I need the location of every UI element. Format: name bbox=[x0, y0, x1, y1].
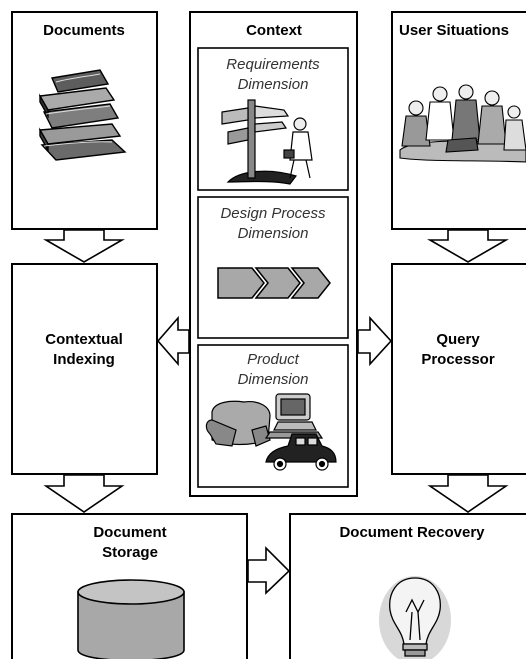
arrow-documents-to-indexing bbox=[43, 229, 125, 263]
contextual-indexing-box: Contextual Indexing bbox=[11, 263, 158, 475]
requirements-dimension-label-1: Requirements bbox=[226, 56, 320, 73]
contextual-indexing-label-1: Contextual bbox=[45, 331, 123, 348]
signpost-person-icon bbox=[221, 99, 313, 185]
meeting-people-icon bbox=[399, 84, 526, 163]
arrow-query-to-recovery bbox=[427, 474, 509, 513]
query-processor-label-2: Processor bbox=[421, 351, 495, 368]
document-storage-label-1: Document bbox=[93, 524, 166, 541]
arrow-context-to-indexing bbox=[156, 315, 190, 367]
document-storage-label-2: Storage bbox=[102, 544, 158, 561]
design-process-dimension-label-2: Dimension bbox=[238, 225, 309, 242]
process-chevrons-icon bbox=[217, 267, 331, 299]
document-recovery-label: Document Recovery bbox=[339, 524, 485, 541]
database-cylinder-icon bbox=[77, 579, 185, 659]
documents-label: Documents bbox=[43, 22, 125, 39]
arrow-context-to-query bbox=[357, 315, 393, 367]
user-situations-label: User Situations bbox=[399, 22, 509, 39]
design-process-dimension-label-1: Design Process bbox=[220, 205, 326, 222]
design-process-dimension-box: Design Process Dimension bbox=[197, 196, 349, 339]
lightbulb-icon bbox=[379, 576, 451, 659]
query-processor-label-1: Query bbox=[436, 331, 480, 348]
query-processor-box: Query Processor bbox=[391, 263, 526, 475]
product-dimension-label-2: Dimension bbox=[238, 371, 309, 388]
armchair-computer-car-icon bbox=[205, 393, 337, 471]
requirements-dimension-box: Requirements Dimension bbox=[197, 47, 349, 191]
arrow-storage-to-recovery bbox=[247, 546, 291, 595]
contextual-indexing-label-2: Indexing bbox=[53, 351, 115, 368]
book-stack-icon bbox=[38, 69, 127, 161]
arrow-indexing-to-storage bbox=[43, 474, 125, 513]
product-dimension-label-1: Product bbox=[247, 351, 300, 368]
documents-box: Documents bbox=[11, 11, 158, 230]
requirements-dimension-label-2: Dimension bbox=[238, 76, 309, 93]
arrow-situations-to-query bbox=[427, 229, 509, 263]
context-label: Context bbox=[246, 22, 302, 39]
